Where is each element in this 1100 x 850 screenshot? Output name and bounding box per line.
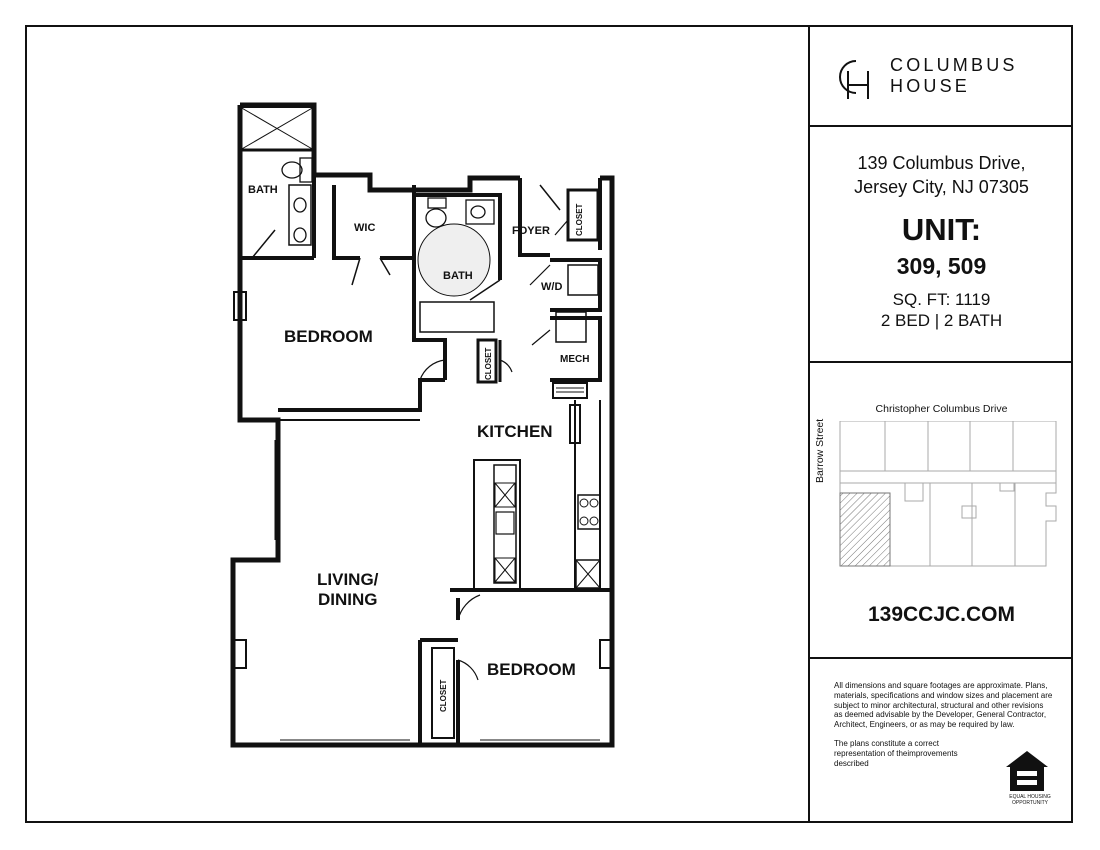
disclaimer-text: All dimensions and square footages are a… [834, 681, 1054, 777]
site-street-top: Christopher Columbus Drive [875, 403, 1008, 415]
brand-section: COLUMBUS HOUSE [810, 25, 1073, 127]
unit-info-section: 139 Columbus Drive, Jersey City, NJ 0730… [810, 127, 1073, 363]
disclaimer-paragraph-2: The plans constitute a correct represent… [834, 738, 958, 768]
room-label-kitchen: KITCHEN [477, 422, 553, 441]
site-street-side: Barrow Street [814, 418, 826, 483]
brand-line-2: HOUSE [890, 76, 971, 96]
room-label-dining: DINING [318, 590, 378, 609]
brand-name: COLUMBUS HOUSE [890, 55, 1018, 97]
equal-housing-text: EQUAL HOUSING OPPORTUNITY [1009, 794, 1051, 806]
room-label-closet-foyer: CLOSET [575, 203, 584, 236]
room-label-wic: WIC [354, 222, 376, 234]
room-label-bath-2: BATH [443, 270, 473, 282]
website-url[interactable]: 139CCJC.COM [867, 603, 1016, 626]
info-panel: COLUMBUS HOUSE 139 Columbus Drive, Jerse… [808, 25, 1073, 823]
sheet-frame [25, 25, 1073, 823]
bed-bath-count: 2 BED | 2 BATH [880, 311, 1003, 330]
site-plan-section: Christopher Columbus Drive Barrow Street… [810, 363, 1073, 659]
room-label-wd: W/D [541, 281, 563, 293]
equal-housing-logo: EQUAL HOUSING OPPORTUNITY [1004, 749, 1051, 809]
room-label-closet-hall: CLOSET [484, 347, 493, 380]
site-plan-map [839, 421, 1057, 567]
outer-wall [240, 102, 520, 193]
outer-wall-right [230, 105, 615, 748]
disclaimer-paragraph-1: All dimensions and square footages are a… [834, 681, 1053, 730]
unit-label: UNIT: [901, 212, 982, 247]
unit-numbers: 309, 509 [896, 253, 987, 279]
square-footage: SQ. FT: 1119 [892, 290, 991, 309]
room-label-closet-bed2: CLOSET [439, 679, 448, 712]
room-label-bedroom-1: BEDROOM [284, 327, 373, 346]
address-line-2: Jersey City, NJ 07305 [854, 177, 1029, 197]
disclaimer-section: All dimensions and square footages are a… [810, 659, 1073, 821]
room-label-mech: MECH [560, 354, 590, 365]
room-label-foyer: FOYER [512, 225, 550, 237]
address-line-1: 139 Columbus Drive, [857, 153, 1026, 173]
brand-line-1: COLUMBUS [890, 55, 1018, 75]
room-label-bedroom-2: BEDROOM [487, 660, 576, 679]
columbus-house-monogram-icon [839, 60, 869, 99]
room-label-bath-master: BATH [248, 184, 278, 196]
equal-housing-icon [1006, 751, 1048, 791]
room-label-living: LIVING/ [317, 570, 379, 589]
address: 139 Columbus Drive, Jersey City, NJ 0730… [810, 151, 1073, 199]
